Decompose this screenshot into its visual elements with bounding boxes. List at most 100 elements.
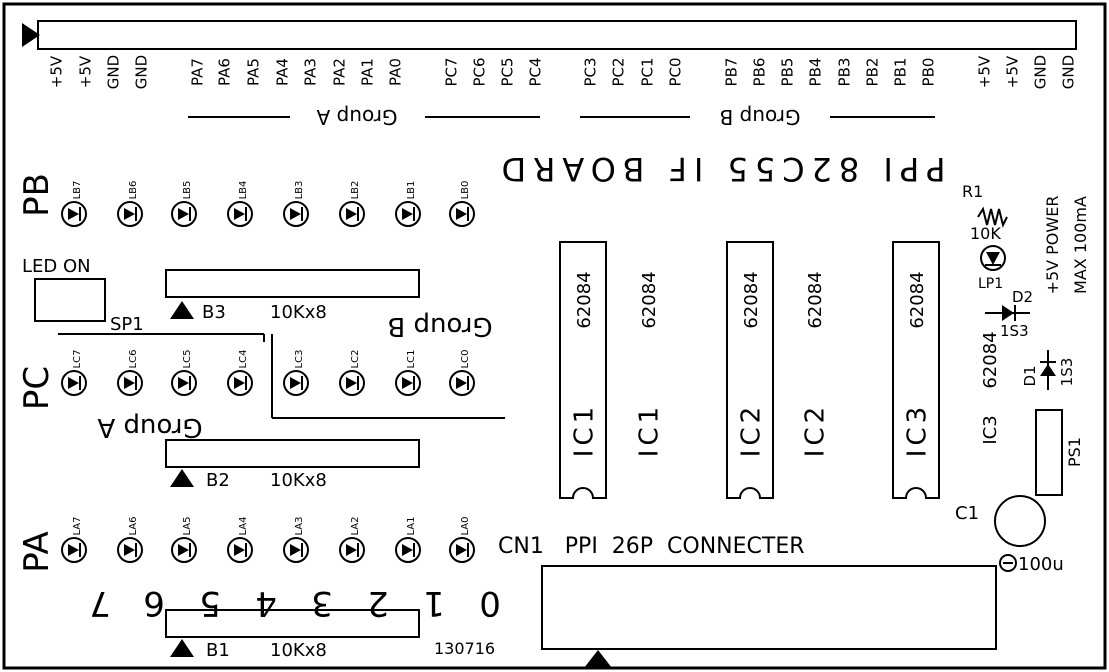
- r1-value: 10K: [970, 224, 1001, 243]
- led-label-pa-5: LA2: [350, 516, 361, 535]
- pin-label-right-6: PB5: [779, 58, 797, 87]
- led-ring: [117, 537, 143, 563]
- led-ring: [171, 201, 197, 227]
- led-diode-icon: [456, 208, 467, 220]
- pin-label-left-6: PA5: [245, 58, 263, 86]
- port-pa-label: PA: [17, 531, 57, 573]
- pin-label-right-12: +5V: [976, 55, 994, 88]
- led-ring: [449, 201, 475, 227]
- led-label-pa-4: LA3: [294, 516, 305, 535]
- c1-minus-icon: [999, 554, 1017, 572]
- pin-label-left-7: PA4: [274, 58, 292, 86]
- cn1-pin1-marker-icon: [584, 650, 612, 668]
- sp1-switch: [34, 278, 106, 322]
- led-ring: [61, 201, 87, 227]
- d1-part: 1S3: [1058, 358, 1076, 387]
- led-label-pb-5: LB2: [350, 181, 361, 200]
- header-group-b-label: Group B: [720, 105, 801, 129]
- led-ring: [395, 201, 421, 227]
- b2-pin1-marker-icon: [170, 469, 194, 487]
- resistor-array-b2: [165, 439, 420, 468]
- b2-value: 10Kx8: [270, 470, 327, 491]
- led-label-pc-5: LC2: [350, 350, 361, 369]
- ic3-side-part: 62084: [980, 331, 1001, 388]
- ic-label-part-2: 62084: [805, 271, 826, 328]
- sp1-label: SP1: [110, 314, 144, 335]
- b1-pin1-marker-icon: [170, 639, 194, 657]
- d1-diode-icon: [1040, 364, 1056, 376]
- pin-label-right-15: GND: [1060, 55, 1078, 89]
- b2-ref: B2: [206, 470, 230, 491]
- group-b-label: Group B: [387, 311, 492, 341]
- ic-socket-outline: [892, 241, 940, 499]
- pin-label-right-8: PB3: [836, 58, 854, 87]
- led-ring: [339, 537, 365, 563]
- led-label-pa-7: LA0: [460, 516, 471, 535]
- pin-label-left-11: PA0: [387, 58, 405, 86]
- pin-label-right-11: PB0: [920, 58, 938, 87]
- led-label-pc-2: LC5: [182, 350, 193, 369]
- led-diode-icon: [290, 544, 301, 556]
- led-ring: [227, 537, 253, 563]
- led-ring: [283, 537, 309, 563]
- ps1-label: PS1: [1065, 437, 1084, 467]
- led-label-pb-3: LB4: [238, 181, 249, 200]
- led-label-pc-1: LC6: [128, 350, 139, 369]
- ic-socket-part-2: 62084: [741, 271, 762, 328]
- pin-label-right-10: PB1: [892, 58, 910, 87]
- led-pc-5: LC2: [339, 350, 365, 396]
- led-ring: [395, 537, 421, 563]
- pin-label-left-5: PA6: [216, 58, 234, 86]
- port-pc-label: PC: [17, 366, 57, 410]
- led-diode-icon: [234, 208, 245, 220]
- lp1-label: LP1: [978, 276, 1003, 292]
- ic-socket-ref-3: IC3: [903, 403, 933, 457]
- led-ring: [61, 537, 87, 563]
- b3-value: 10Kx8: [270, 302, 327, 323]
- pin-label-left-3: GND: [133, 55, 151, 89]
- led-ring: [171, 370, 197, 396]
- ic-socket-outline: [559, 241, 607, 499]
- led-pc-2: LC5: [171, 350, 197, 396]
- led-diode-icon: [68, 377, 79, 389]
- led-pb-5: LB2: [339, 181, 365, 227]
- b1-value: 10Kx8: [270, 640, 327, 661]
- led-diode-icon: [290, 377, 301, 389]
- led-ring: [449, 370, 475, 396]
- led-pb-4: LB3: [283, 181, 309, 227]
- led-label-pa-1: LA6: [128, 516, 139, 535]
- led-label-pb-6: LB1: [406, 181, 417, 200]
- pin-label-right-9: PB2: [864, 58, 882, 87]
- led-pa-3: LA4: [227, 516, 253, 563]
- led-diode-icon: [346, 544, 357, 556]
- date-code: 130716: [434, 639, 495, 658]
- ic-label-ref-2: IC2: [801, 403, 831, 457]
- led-pb-0: LB7: [61, 181, 87, 227]
- bit-number-0: 7: [89, 583, 111, 623]
- led-ring: [283, 370, 309, 396]
- d2-part: 1S3: [1000, 322, 1029, 340]
- c1-value: 100u: [1018, 554, 1064, 575]
- resistor-r1-icon: [977, 206, 1008, 228]
- pin-label-right-7: PB4: [807, 58, 825, 87]
- pin-label-left-13: PC6: [471, 57, 489, 86]
- led-label-pa-2: LA5: [182, 516, 193, 535]
- lp1-led: [980, 245, 1006, 271]
- r1-ref: R1: [962, 182, 983, 201]
- port-pb-label: PB: [17, 173, 57, 217]
- led-diode-icon: [456, 544, 467, 556]
- top-pin-header: [37, 20, 1077, 50]
- pin-label-right-0: PC3: [582, 57, 600, 86]
- ic-label-part-1: 62084: [639, 271, 660, 328]
- bit-number-4: 3: [311, 583, 333, 623]
- led-label-pc-7: LC0: [460, 350, 471, 369]
- pin-label-left-0: +5V: [48, 55, 66, 88]
- led-ring: [61, 370, 87, 396]
- pin-label-left-15: PC4: [527, 57, 545, 86]
